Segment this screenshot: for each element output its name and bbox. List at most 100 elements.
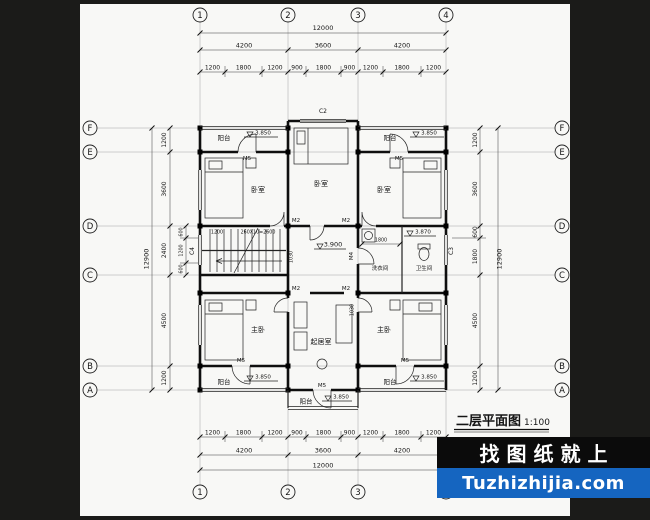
door-m5-top-right (389, 133, 409, 153)
axis-circle-left-F (82, 120, 98, 136)
door-code-m2-lower-right: M2 (342, 286, 350, 292)
walls (197, 119, 449, 393)
dim-lines-left (151, 128, 187, 390)
axis-circle-left-C (82, 267, 98, 283)
door-code-m5-top-left: M5 (243, 156, 252, 162)
axis-circle-right-F (554, 120, 570, 136)
dim-top-total: 12000 (313, 24, 334, 32)
level-symbol-balcony-top-left (244, 131, 278, 138)
dim-right-seg-1: 1200 (472, 132, 479, 147)
dim-bottom-total: 12000 (313, 462, 334, 470)
dim-top-minor-2: 1800 (236, 65, 251, 72)
railings-top (200, 126, 446, 130)
room-label-bedroom-upper-left: 卧室 (251, 185, 265, 194)
room-label-toilet: 卫生间 (416, 264, 433, 272)
dim-bottom-major-3: 4200 (394, 447, 411, 455)
dim-bottom-minor-5: 1800 (316, 430, 331, 437)
dim-top-minor-6: 900 (344, 65, 356, 72)
axis-circle-left-D (82, 218, 98, 234)
level-balcony-bottom-center: 3.850 (333, 395, 349, 401)
dim-bottom-major-2: 3600 (315, 447, 332, 455)
railings-center-balcony-sides (287, 390, 359, 408)
dim-left-sub-3: 600 (179, 264, 185, 273)
dimensions-top: 12000 4200 3600 4200 1200 1800 1200 900 … (197, 24, 449, 77)
dim-bottom-minor-2: 1800 (236, 430, 251, 437)
axis-circle-bottom-3 (350, 484, 366, 500)
level-symbol-hall (314, 243, 346, 250)
axis-label-left-E: E (87, 148, 92, 158)
room-label-balcony-bottom-right: 阳台 (384, 377, 397, 386)
room-labels: 卧室 卧室 卧室 主卧 主卧 起居室 洗衣间 卫生间 阳台 阳台 阳台 阳台 阳… (218, 133, 433, 406)
door-code-m5-top-right: M5 (395, 156, 404, 162)
doors (231, 133, 415, 409)
dim-right-seg-4: 1800 (472, 249, 479, 264)
axis-circle-left-A (82, 382, 98, 398)
dim-ticks-left (149, 125, 189, 393)
windows-left-wall (198, 170, 202, 345)
axis-circle-top-2 (280, 7, 296, 23)
door-m5-bottom-center (312, 389, 332, 409)
level-symbol-bath (404, 230, 436, 237)
door-code-m5-bottom-left: M5 (237, 358, 246, 364)
axis-circle-top-1 (192, 7, 208, 23)
dim-left-total: 12900 (143, 249, 151, 270)
axis-circle-left-E (82, 144, 98, 160)
axis-circle-top-3 (350, 7, 366, 23)
room-label-bedroom-upper-right: 卧室 (377, 185, 391, 194)
drawing-title: 二层平面图 (456, 414, 521, 429)
level-hall: 3.900 (324, 241, 343, 249)
axis-circles-right: F E D C B A (554, 120, 570, 398)
dim-bottom-minor-9: 1200 (426, 430, 441, 437)
note-stair-treads: 260X10=2600 (241, 230, 276, 236)
round-table (316, 358, 328, 370)
door-m2-lower-left (273, 297, 289, 313)
axis-circle-right-D (554, 218, 570, 234)
dim-right-seg-3: 600 (472, 226, 479, 238)
windows-right-wall (444, 170, 448, 345)
stair-break-line (233, 227, 259, 274)
bed-upper-center (293, 127, 349, 165)
title-block: 二层平面图 1:100 (454, 414, 550, 433)
dim-left-seg-5: 1200 (161, 370, 168, 385)
washing-machine-drum (364, 231, 373, 240)
door-code-m4: M4 (349, 251, 355, 260)
note-labels: 1200 260X10=2600 1030 1030 1800 (211, 230, 387, 317)
nightstands (245, 157, 401, 311)
bed-lower-left (204, 299, 244, 361)
axis-label-right-E: E (559, 148, 564, 158)
level-symbol-balcony-bottom-left (244, 375, 278, 382)
watermark-site: Tuzhizhijia.com (437, 468, 650, 498)
door-m2-upper-center (309, 225, 325, 241)
axis-label-right-F: F (560, 124, 565, 134)
dim-bottom-minor-8: 1800 (394, 430, 409, 437)
axis-label-left-A: A (87, 386, 93, 396)
level-balcony-top-right: 3.850 (421, 131, 437, 137)
dim-left-sub-1: 600 (179, 227, 185, 236)
bed-upper-left-pillow (205, 160, 243, 173)
dimensions-bottom: 1200 1800 1200 900 1800 900 1200 1800 12… (197, 430, 449, 473)
door-code-m5-bottom-center: M5 (318, 383, 327, 389)
note-door-width-1: 1030 (289, 251, 295, 263)
axis-circle-right-A (554, 382, 570, 398)
dim-right-total: 12900 (496, 249, 504, 270)
dim-left-seg-4: 4500 (161, 313, 168, 328)
level-symbol-balcony-top-right (410, 131, 444, 138)
window-code-c3: C3 (448, 247, 455, 255)
axis-label-left-C: C (87, 271, 93, 281)
dim-left-seg-2: 3600 (161, 181, 168, 196)
axis-label-bottom-1: 1 (197, 488, 202, 498)
level-bath: 3.870 (415, 230, 431, 236)
dim-right-seg-2: 3600 (472, 181, 479, 196)
dim-left-sub-2: 1200 (179, 244, 185, 256)
room-label-balcony-top-left: 阳台 (218, 133, 231, 142)
room-label-bedroom-upper-center: 卧室 (314, 179, 328, 188)
axis-circles-top: 1 2 3 4 (192, 7, 454, 23)
level-symbol-balcony-bottom-center (322, 395, 352, 402)
dim-ticks-top (197, 30, 449, 75)
note-bath-width: 1800 (375, 238, 387, 244)
cabinet-left-2 (293, 331, 308, 351)
axis-label-right-D: D (559, 222, 566, 232)
dim-bottom-minor-4: 900 (291, 430, 303, 437)
